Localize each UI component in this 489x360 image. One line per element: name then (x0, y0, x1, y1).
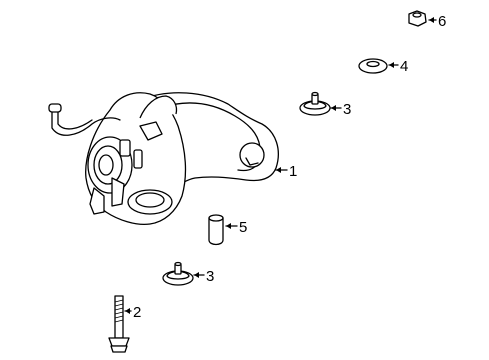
callout-2: 2 (133, 304, 141, 321)
callout-6: 6 (438, 13, 446, 30)
callout-4: 4 (400, 58, 408, 75)
leader-lines (124, 17, 437, 314)
lower-insulator-part (162, 261, 194, 286)
callout-5: 5 (239, 219, 247, 236)
callout-1: 1 (289, 163, 297, 180)
washer-part (358, 58, 388, 74)
callout-3-upper: 3 (343, 101, 351, 118)
spacer-sleeve-part (208, 214, 224, 246)
nut-part (408, 10, 427, 27)
upper-insulator-part (299, 91, 331, 116)
carrier-housing-part (48, 92, 279, 226)
callout-3-lower: 3 (206, 268, 214, 285)
bolt-part (108, 295, 130, 353)
